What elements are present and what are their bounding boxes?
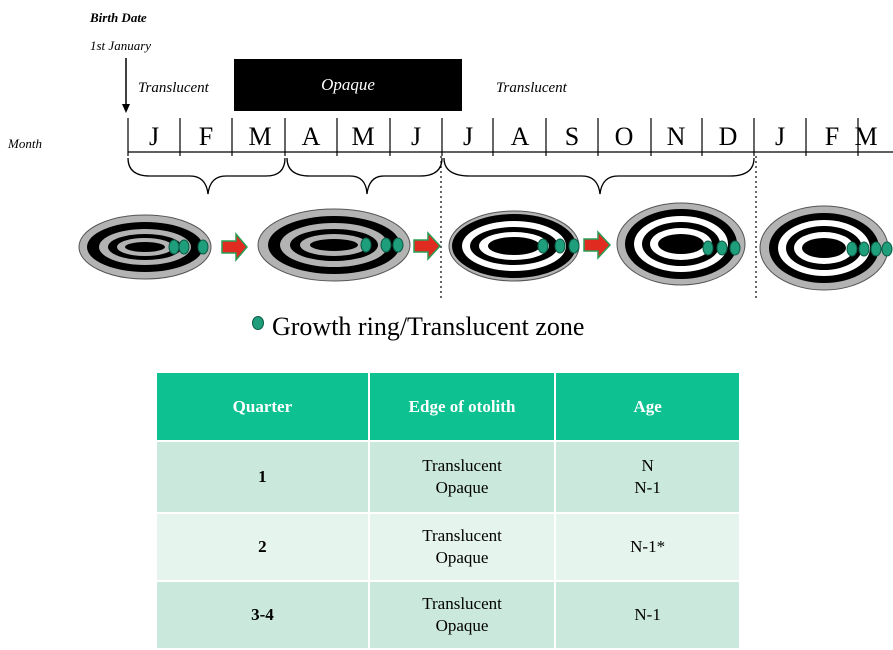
otolith-5 (760, 206, 892, 290)
table-row: 1 Translucent Opaque N N-1 (156, 441, 740, 513)
cell-edge-line: Opaque (371, 477, 553, 499)
month-label: A (285, 122, 337, 152)
progression-arrow-3 (584, 232, 610, 258)
otolith-1 (79, 215, 211, 279)
otolith-4 (617, 203, 745, 285)
month-label: S (546, 122, 598, 152)
cell-edge-line: Translucent (371, 525, 553, 547)
cell-edge-line: Translucent (371, 455, 553, 477)
month-label: A (494, 122, 546, 152)
cell-quarter: 1 (156, 441, 369, 513)
cell-edge-line: Opaque (371, 615, 553, 637)
cell-edge: Translucent Opaque (369, 581, 555, 649)
progression-arrow-2 (414, 233, 440, 259)
month-label: J (442, 122, 494, 152)
cell-age-line: N-1 (557, 477, 738, 499)
table-row: 2 Translucent Opaque N-1* (156, 513, 740, 581)
cell-age-line: N-1* (557, 536, 738, 558)
growth-ring-dot-icon (252, 316, 264, 330)
cell-age-line: N-1 (557, 604, 738, 626)
cell-edge-line: Opaque (371, 547, 553, 569)
table-header-row: Quarter Edge of otolith Age (156, 372, 740, 441)
header-edge-of-otolith: Edge of otolith (369, 372, 555, 441)
cell-age: N-1* (555, 513, 740, 581)
age-table: Quarter Edge of otolith Age 1 Translucen… (155, 371, 741, 650)
month-label: J (754, 122, 806, 152)
month-label: M (337, 122, 389, 152)
month-label: M (840, 122, 892, 152)
progression-arrow-1 (222, 234, 247, 260)
month-label: O (598, 122, 650, 152)
month-label: J (390, 122, 442, 152)
cell-age: N N-1 (555, 441, 740, 513)
cell-age-line: N (557, 455, 738, 477)
cell-edge: Translucent Opaque (369, 513, 555, 581)
legend-text: Growth ring/Translucent zone (272, 312, 584, 342)
cell-quarter: 2 (156, 513, 369, 581)
cell-age: N-1 (555, 581, 740, 649)
header-quarter: Quarter (156, 372, 369, 441)
month-label: N (650, 122, 702, 152)
header-age: Age (555, 372, 740, 441)
cell-edge-line: Translucent (371, 593, 553, 615)
otolith-2 (258, 209, 410, 281)
table-row: 3-4 Translucent Opaque N-1 (156, 581, 740, 649)
otolith-3 (449, 211, 579, 281)
month-label: J (128, 122, 180, 152)
month-label: M (234, 122, 286, 152)
month-label: D (702, 122, 754, 152)
legend: Growth ring/Translucent zone (252, 312, 584, 342)
cell-edge: Translucent Opaque (369, 441, 555, 513)
cell-quarter: 3-4 (156, 581, 369, 649)
month-label: F (180, 122, 232, 152)
